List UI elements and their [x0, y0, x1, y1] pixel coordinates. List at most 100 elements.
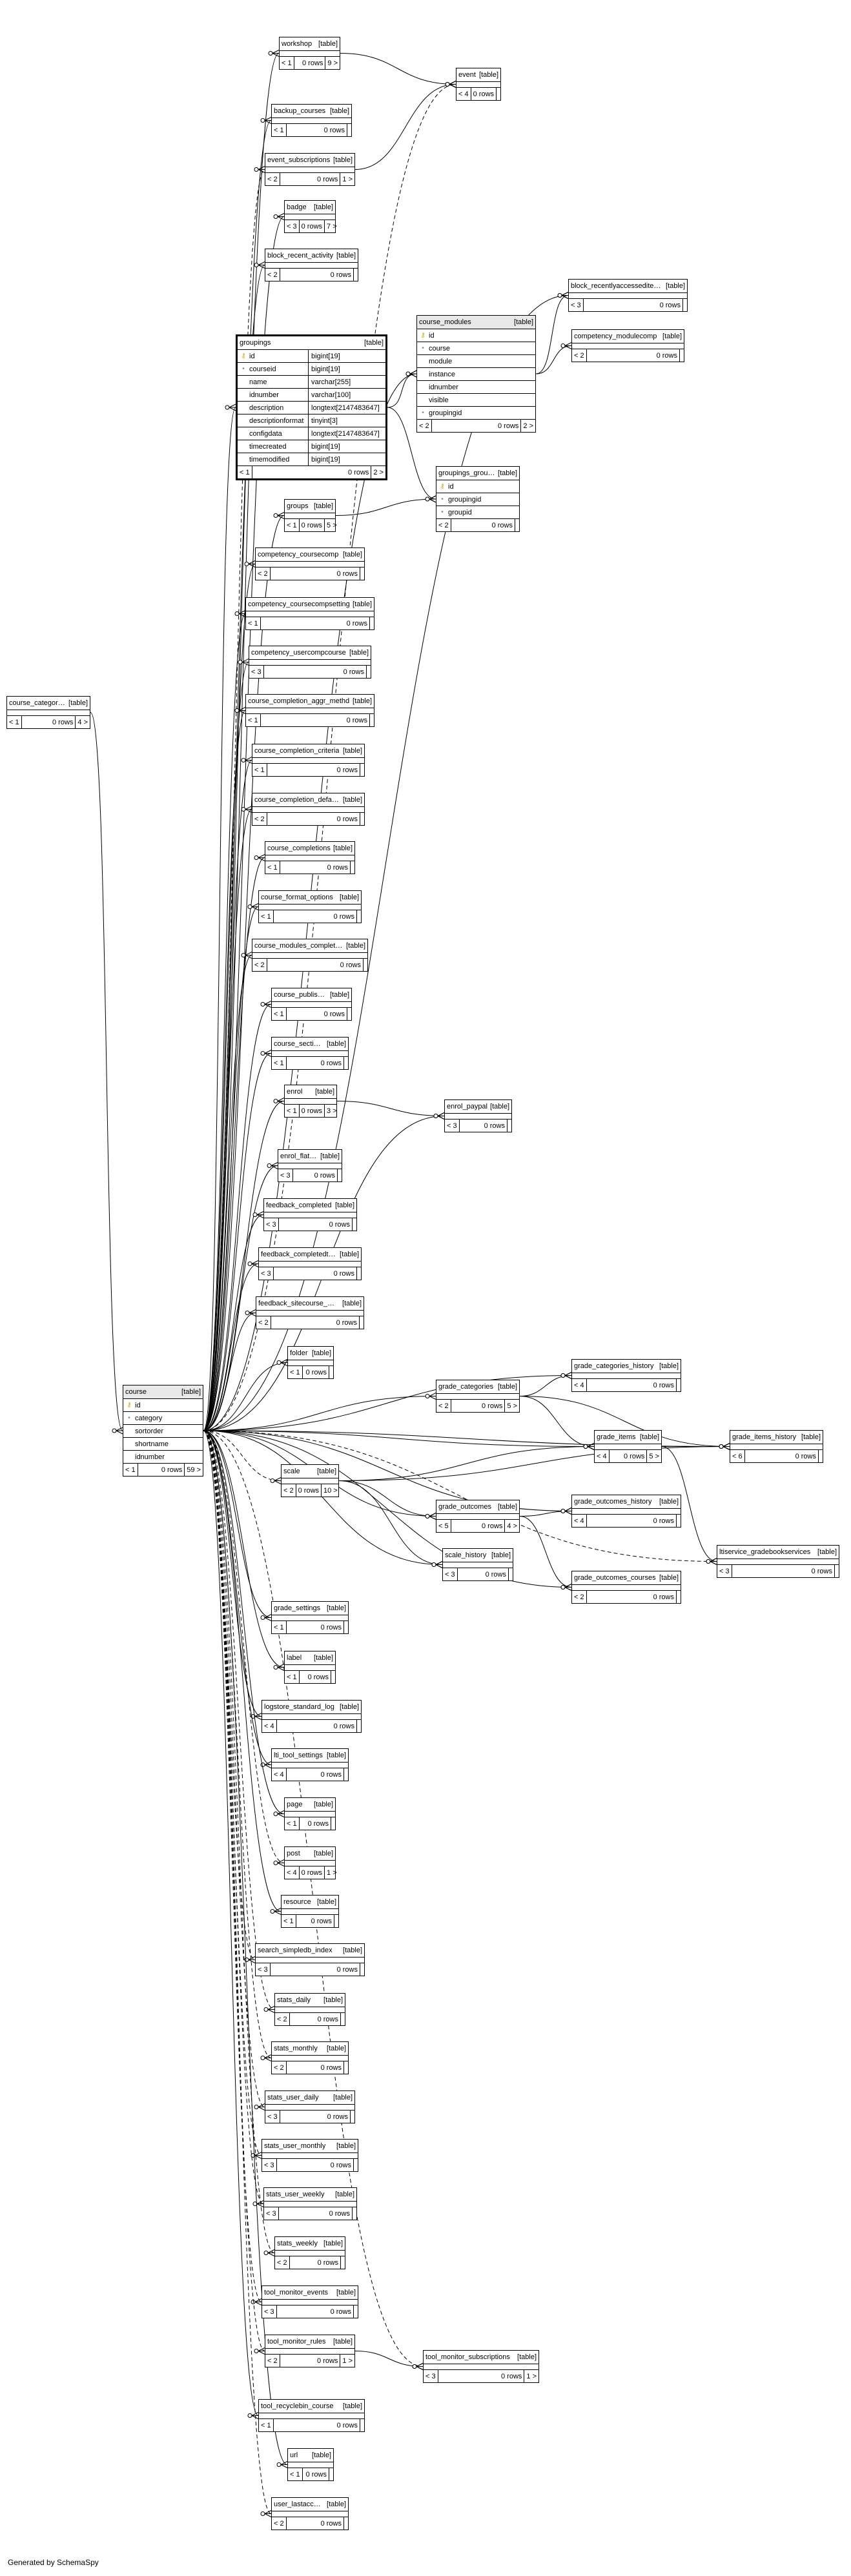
parents-count[interactable]: < 3 — [267, 2112, 278, 2121]
parents-count[interactable]: < 2 — [254, 815, 265, 823]
children-count[interactable] — [347, 124, 351, 136]
table-name[interactable]: post — [287, 1850, 300, 1857]
children-count[interactable] — [343, 2517, 348, 2530]
parents-count[interactable]: < 3 — [266, 1220, 276, 1229]
parents-count[interactable]: < 1 — [283, 1917, 294, 1925]
table-name[interactable]: stats_weekly — [277, 2240, 318, 2247]
table-name[interactable]: groups — [287, 502, 309, 510]
table-name[interactable]: groupings_groups — [438, 469, 496, 477]
children-count[interactable]: 10 > — [321, 1484, 340, 1497]
table-name[interactable]: stats_monthly — [274, 2045, 318, 2052]
table-name[interactable]: feedback_completed — [266, 1201, 332, 1209]
children-count[interactable] — [352, 1218, 356, 1231]
table-name[interactable]: stats_daily — [277, 1996, 311, 2004]
parents-count[interactable]: < 2 — [574, 351, 584, 360]
parents-count[interactable]: < 2 — [283, 1486, 294, 1495]
children-count[interactable]: 2 > — [371, 466, 385, 478]
parents-count[interactable]: < 4 — [597, 1452, 607, 1460]
children-count[interactable] — [369, 617, 374, 629]
column-row[interactable]: module — [417, 355, 535, 368]
parents-count[interactable]: < 2 — [254, 961, 265, 969]
parents-count[interactable]: < 1 — [287, 521, 297, 529]
table-name[interactable]: stats_user_daily — [267, 2094, 319, 2101]
table-name[interactable]: groupings — [240, 339, 271, 347]
parents-count[interactable]: < 2 — [274, 2519, 284, 2528]
parents-count[interactable]: < 1 — [282, 59, 292, 67]
table-name[interactable]: course_modules — [419, 318, 471, 326]
table-name[interactable]: enrol — [287, 1088, 303, 1096]
children-count[interactable]: 1 > — [340, 2355, 354, 2367]
column-row[interactable]: instance — [417, 368, 535, 381]
children-count[interactable]: 5 > — [504, 1400, 519, 1412]
parents-count[interactable]: < 1 — [261, 912, 271, 921]
children-count[interactable] — [356, 1267, 361, 1280]
children-count[interactable] — [369, 714, 374, 726]
column-row[interactable]: ⚷id — [417, 329, 535, 342]
children-count[interactable] — [676, 1515, 681, 1527]
children-count[interactable] — [676, 1379, 681, 1391]
table-name[interactable]: course_categories — [9, 699, 67, 707]
parents-count[interactable]: < 1 — [274, 126, 284, 134]
table-name[interactable]: feedback_completedtmp — [261, 1251, 338, 1258]
table-name[interactable]: scale — [283, 1467, 300, 1475]
table-name[interactable]: grade_outcomes — [438, 1503, 491, 1511]
table-name[interactable]: course_completion_aggr_methd — [248, 697, 350, 705]
table-name[interactable]: lti_tool_settings — [274, 1752, 323, 1759]
table-name[interactable]: grade_items_history — [732, 1433, 797, 1441]
table-name[interactable]: grade_outcomes_courses — [574, 1574, 656, 1582]
column-row[interactable]: •groupingid — [436, 493, 519, 506]
children-count[interactable]: 1 > — [340, 173, 354, 185]
table-name[interactable]: page — [287, 1801, 303, 1808]
table-name[interactable]: competency_coursecomp — [258, 551, 339, 558]
parents-count[interactable]: < 4 — [574, 1517, 584, 1525]
parents-count[interactable]: < 1 — [267, 863, 278, 872]
children-count[interactable] — [350, 2111, 354, 2123]
children-count[interactable] — [818, 1450, 823, 1462]
children-count[interactable] — [347, 1008, 351, 1020]
table-name[interactable]: enrol_flatfile — [280, 1152, 318, 1160]
children-count[interactable] — [353, 2305, 358, 2318]
parents-count[interactable]: < 4 — [264, 1722, 274, 1730]
column-row[interactable]: visible — [417, 394, 535, 407]
children-count[interactable] — [360, 2419, 364, 2431]
parents-count[interactable]: < 4 — [574, 1381, 584, 1389]
table-name[interactable]: url — [290, 2451, 298, 2459]
table-name[interactable]: resource — [283, 1898, 311, 1906]
table-name[interactable]: grade_outcomes_history — [574, 1498, 652, 1506]
parents-count[interactable]: < 3 — [425, 2372, 436, 2380]
children-count[interactable] — [343, 1768, 348, 1781]
parents-count[interactable]: < 1 — [287, 1673, 297, 1681]
parents-count[interactable]: < 1 — [261, 2421, 271, 2429]
table-name[interactable]: competency_coursecompsetting — [248, 600, 350, 608]
table-name[interactable]: course_sections — [274, 1040, 325, 1048]
children-count[interactable] — [366, 666, 371, 678]
children-count[interactable] — [329, 1366, 333, 1378]
parents-count[interactable]: < 3 — [264, 2307, 274, 2316]
children-count[interactable]: 1 > — [324, 1866, 339, 1879]
